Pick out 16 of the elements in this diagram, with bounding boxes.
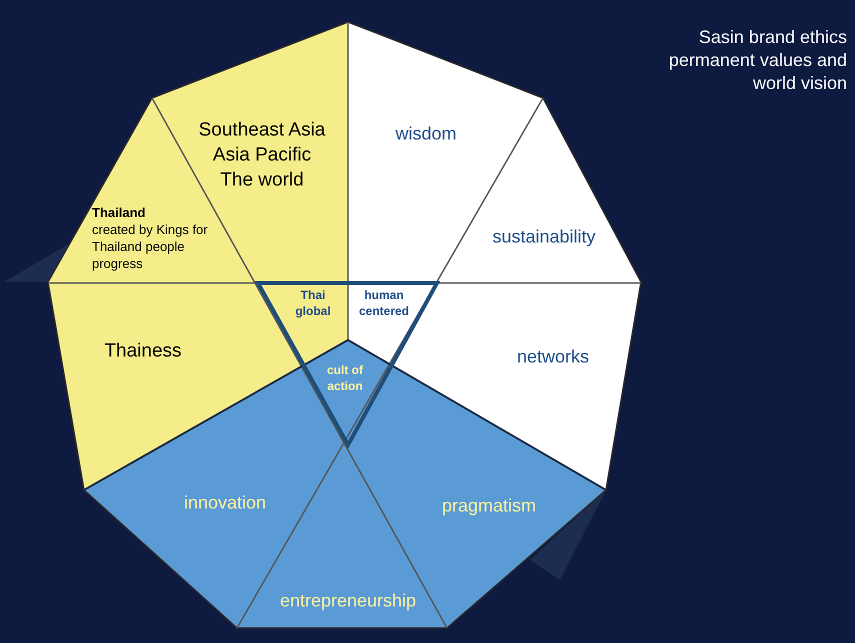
segment-label: pragmatism: [442, 494, 536, 518]
segment-label: sustainability: [492, 226, 596, 248]
segment-label: innovation: [184, 492, 266, 514]
segment-label: Thai global: [294, 287, 332, 319]
segment-label: Asia Pacific: [212, 144, 312, 168]
segment-label: human centered: [358, 287, 410, 319]
segment-label: cult of action: [326, 362, 364, 394]
segment-label: Southeast Asia: [198, 118, 326, 142]
segment-label: entrepreneurship: [280, 590, 416, 612]
segment-label: wisdom: [396, 122, 456, 146]
segment-heading: Thailand: [92, 204, 146, 221]
segment-text: created by Kings for Thailand people progress: [92, 221, 209, 272]
title: Sasin brand ethics permanent values and world vision: [668, 26, 847, 95]
segment-label: The world: [220, 168, 304, 192]
segment-label: networks: [516, 346, 590, 368]
segment-label: Thainess: [104, 340, 182, 364]
